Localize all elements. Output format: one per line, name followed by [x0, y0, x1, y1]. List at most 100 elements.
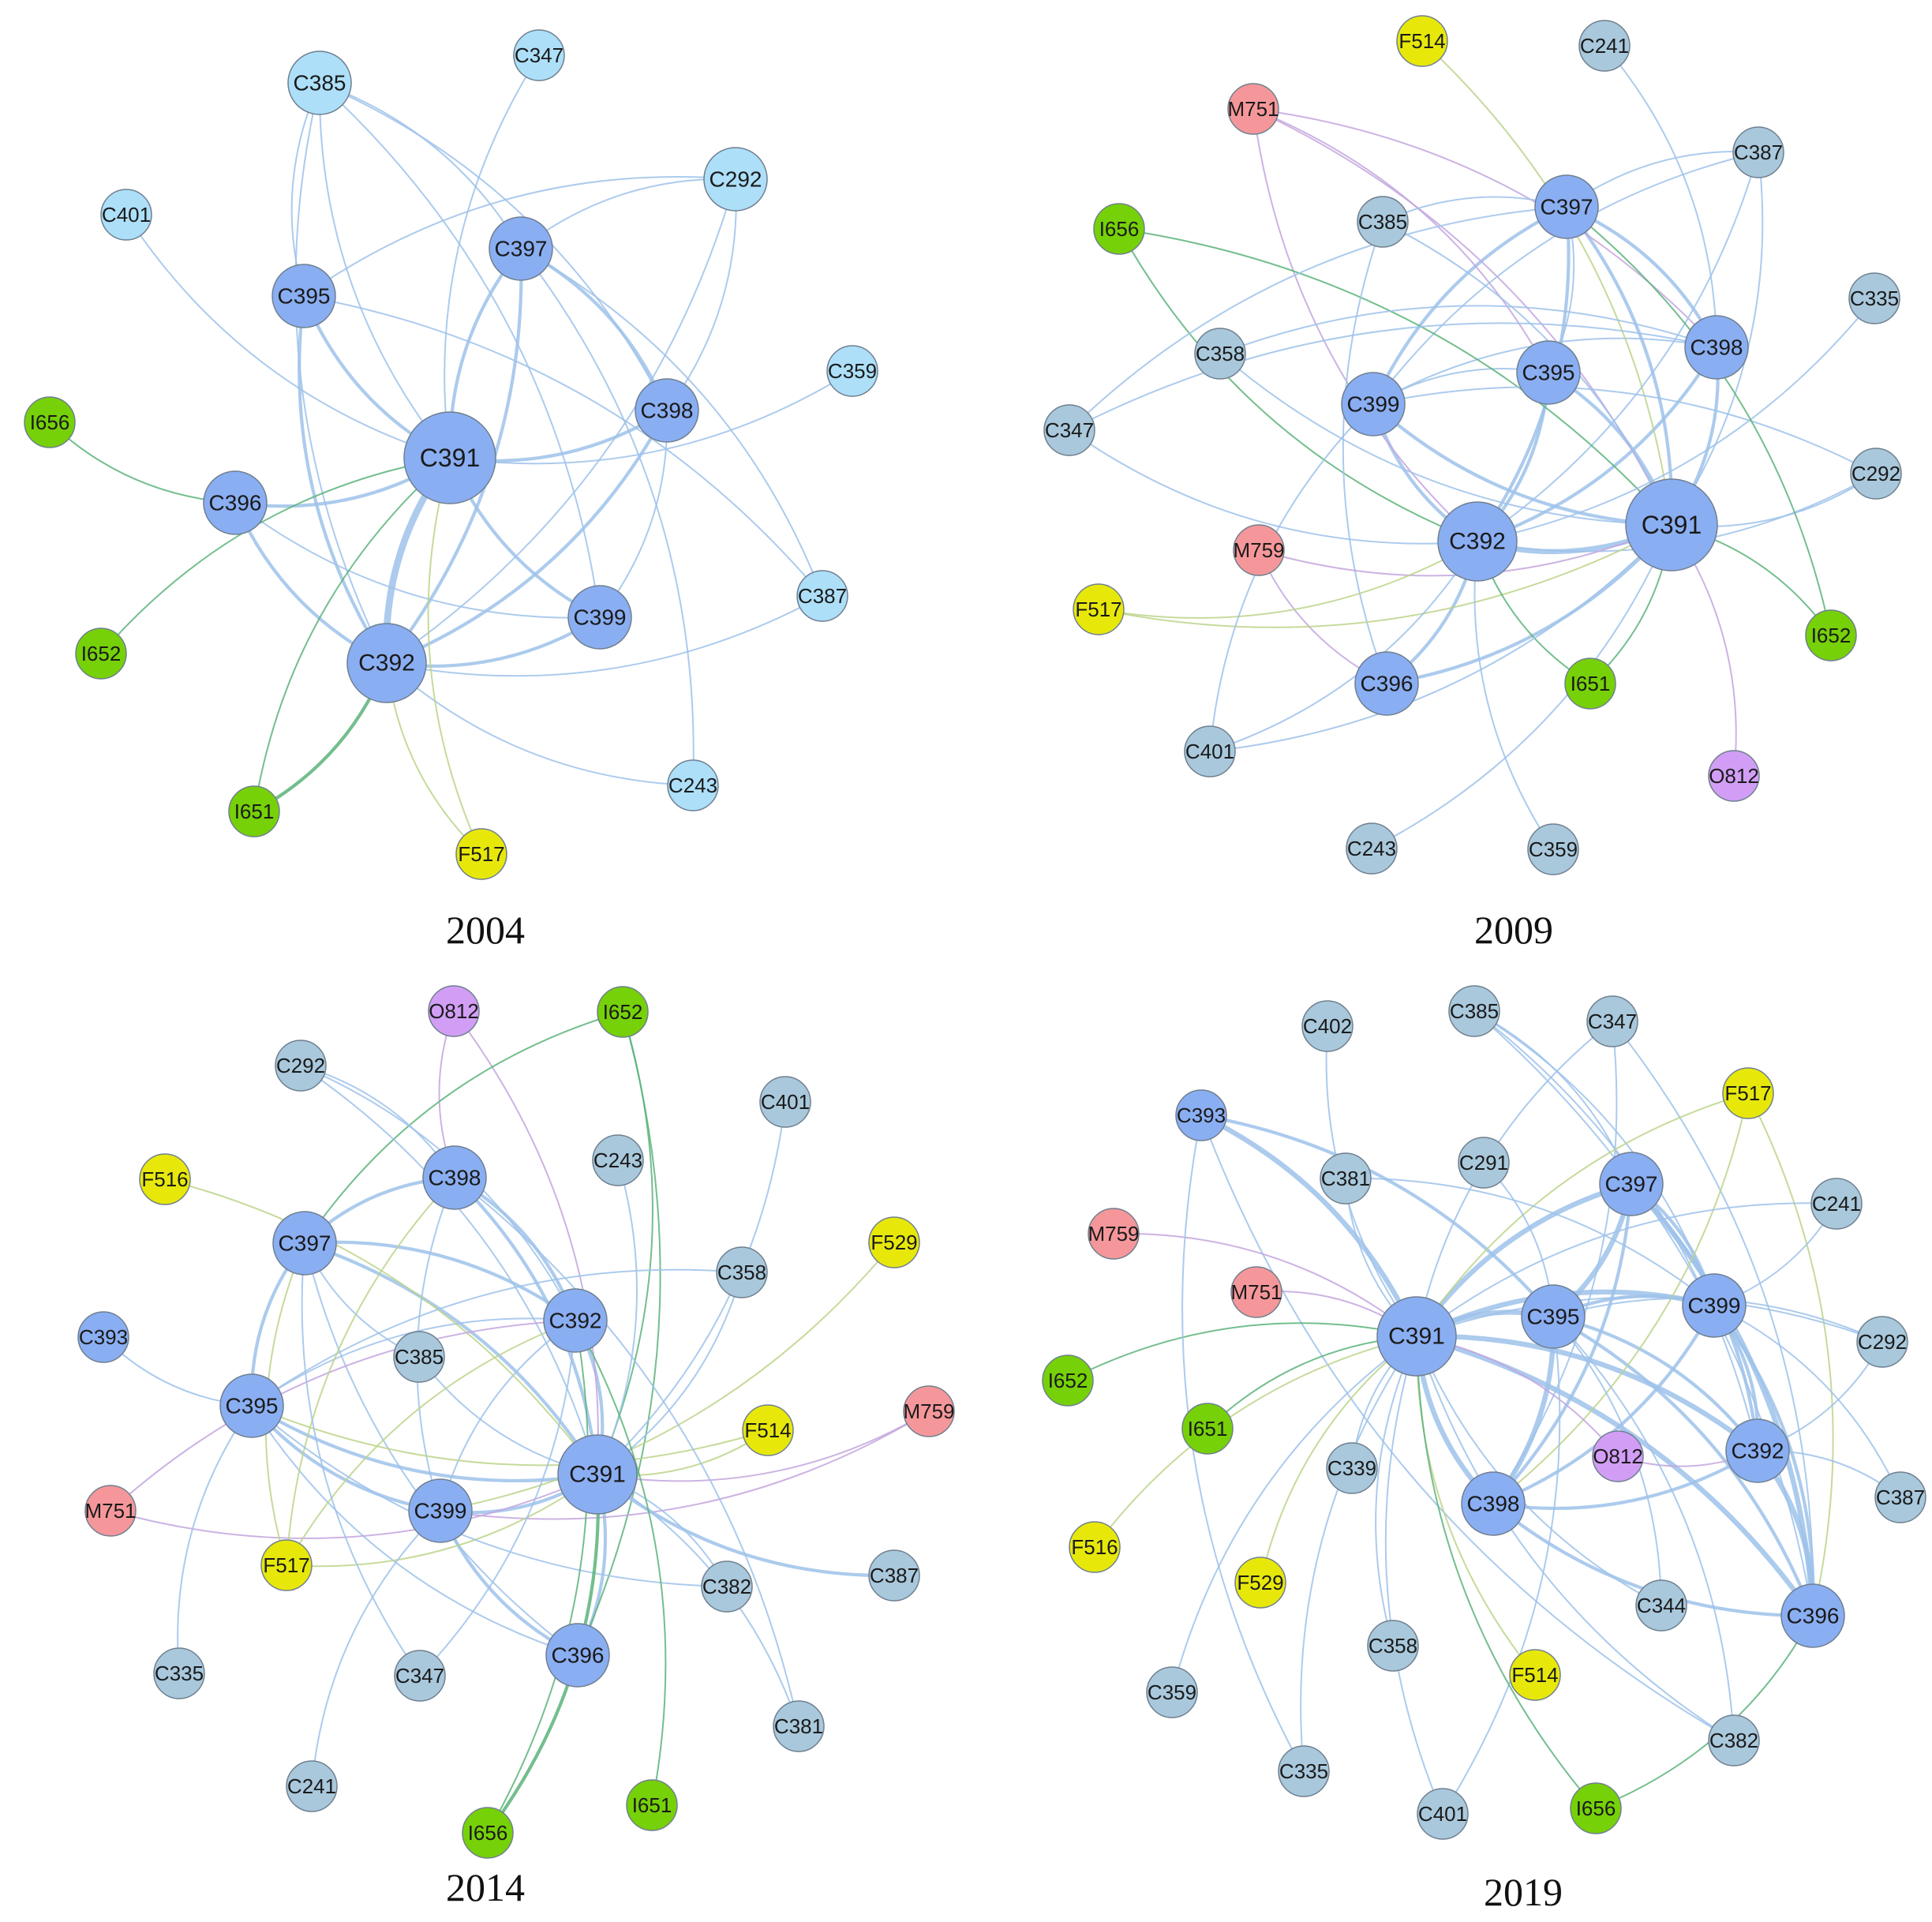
edge-O812-C391: [453, 1010, 600, 1475]
node-circle: [1516, 340, 1581, 405]
node-F514: F514: [1509, 1649, 1561, 1701]
node-label: C358: [717, 1261, 766, 1284]
node-circle: [597, 986, 649, 1038]
node-circle: [1417, 1788, 1469, 1840]
node-C391: C391: [1376, 1296, 1457, 1377]
node-circle: [286, 1760, 338, 1812]
node-label: C397: [279, 1231, 331, 1256]
node-M751: M751: [1227, 83, 1279, 135]
edge-C347-C398: [1069, 322, 1717, 431]
node-C387: C387: [1874, 1471, 1926, 1523]
node-C396: C396: [545, 1623, 610, 1688]
node-circle: [272, 1211, 337, 1276]
node-label: M759: [903, 1399, 954, 1423]
node-C292: C292: [703, 147, 768, 212]
node-C396: C396: [1354, 651, 1419, 716]
edge-C387-C392: [1477, 152, 1759, 542]
node-circle: [1227, 83, 1279, 135]
node-label: F529: [871, 1231, 917, 1254]
edge-C347-C398: [1492, 1021, 1618, 1504]
node-F517: F517: [455, 828, 507, 880]
edge-C358-C395: [251, 1268, 743, 1407]
node-C396: C396: [203, 470, 268, 535]
edge-C401-C391: [1384, 1336, 1443, 1815]
node-label: C392: [1732, 1439, 1784, 1463]
node-label: C335: [155, 1662, 204, 1685]
node-C385: C385: [287, 51, 352, 115]
edge-C292-C392: [386, 178, 736, 664]
edge-I652-C396: [577, 1011, 661, 1656]
node-label: C392: [1449, 529, 1506, 555]
node-C397: C397: [1599, 1152, 1664, 1216]
edge-C358-C398: [1219, 305, 1717, 354]
node-I652: I652: [75, 628, 127, 680]
node-circle: [1625, 478, 1718, 571]
node-C399: C399: [408, 1478, 473, 1543]
edge-F517-C391: [1416, 1092, 1749, 1337]
edge-C335-C391: [1300, 1336, 1417, 1772]
node-label: C359: [1148, 1680, 1196, 1704]
edge-C292-C399: [1372, 386, 1877, 474]
edge-C387-C395: [303, 295, 823, 597]
nodes-2019: C391C395C397C399C392C398C396C393C402C385…: [1042, 985, 1926, 1840]
node-label: I656: [1099, 217, 1140, 241]
node-label: C347: [515, 43, 564, 67]
node-circle: [408, 1478, 473, 1543]
node-label: C391: [1388, 1324, 1445, 1350]
node-C399: C399: [567, 585, 632, 650]
node-label: C401: [1418, 1802, 1467, 1826]
node-O812: O812: [1592, 1430, 1644, 1482]
node-M759: M759: [903, 1385, 955, 1437]
node-label: C397: [495, 237, 548, 261]
node-circle: [1810, 1178, 1863, 1230]
edge-C392-C397: [304, 1240, 577, 1322]
node-C397: C397: [272, 1211, 337, 1276]
node-label: C396: [1787, 1604, 1840, 1628]
node-M751: M751: [1230, 1266, 1282, 1318]
node-C382: C382: [1708, 1714, 1760, 1767]
edge-C397-C399: [1372, 205, 1567, 405]
node-circle: [462, 1807, 514, 1859]
node-label: C381: [1321, 1167, 1370, 1190]
node-circle: [1181, 1403, 1234, 1455]
node-C243: C243: [592, 1134, 644, 1186]
node-label: C398: [1690, 335, 1743, 360]
edge-C387-C399: [1713, 1305, 1901, 1498]
node-label: F517: [263, 1553, 309, 1577]
node-C292: C292: [275, 1040, 327, 1092]
node-label: F516: [141, 1167, 188, 1191]
node-circle: [826, 345, 878, 397]
node-C391: C391: [403, 411, 496, 504]
edge-C397-C396: [1629, 1182, 1816, 1617]
node-C392: C392: [1437, 501, 1518, 582]
edge-C385-C392: [294, 82, 388, 664]
node-circle: [1635, 1579, 1687, 1632]
node-circle: [75, 628, 127, 680]
node-F529: F529: [868, 1216, 920, 1268]
node-C292: C292: [1856, 1316, 1908, 1368]
node-C381: C381: [773, 1700, 825, 1752]
node-circle: [428, 985, 480, 1037]
node-circle: [422, 1145, 487, 1210]
node-I656: I656: [462, 1807, 514, 1859]
node-I652: I652: [1042, 1354, 1094, 1407]
edge-C358-C391: [1219, 353, 1672, 526]
node-label: C347: [395, 1664, 444, 1688]
node-circle: [1278, 1745, 1330, 1797]
node-C399: C399: [1341, 372, 1406, 436]
node-label: I651: [234, 800, 275, 823]
node-circle: [1437, 501, 1518, 582]
node-label: F514: [1398, 29, 1445, 53]
node-label: C392: [549, 1309, 602, 1333]
node-label: C395: [1522, 361, 1575, 385]
edge-C395-C396: [251, 1405, 578, 1656]
node-circle: [759, 1076, 811, 1128]
node-label: C347: [1045, 418, 1094, 442]
node-label: I656: [468, 1821, 508, 1845]
node-label: C382: [702, 1575, 751, 1598]
edge-I652-C397: [304, 1011, 623, 1244]
edge-C243-C392: [386, 662, 694, 786]
edge-C335-C393: [1181, 1115, 1305, 1772]
